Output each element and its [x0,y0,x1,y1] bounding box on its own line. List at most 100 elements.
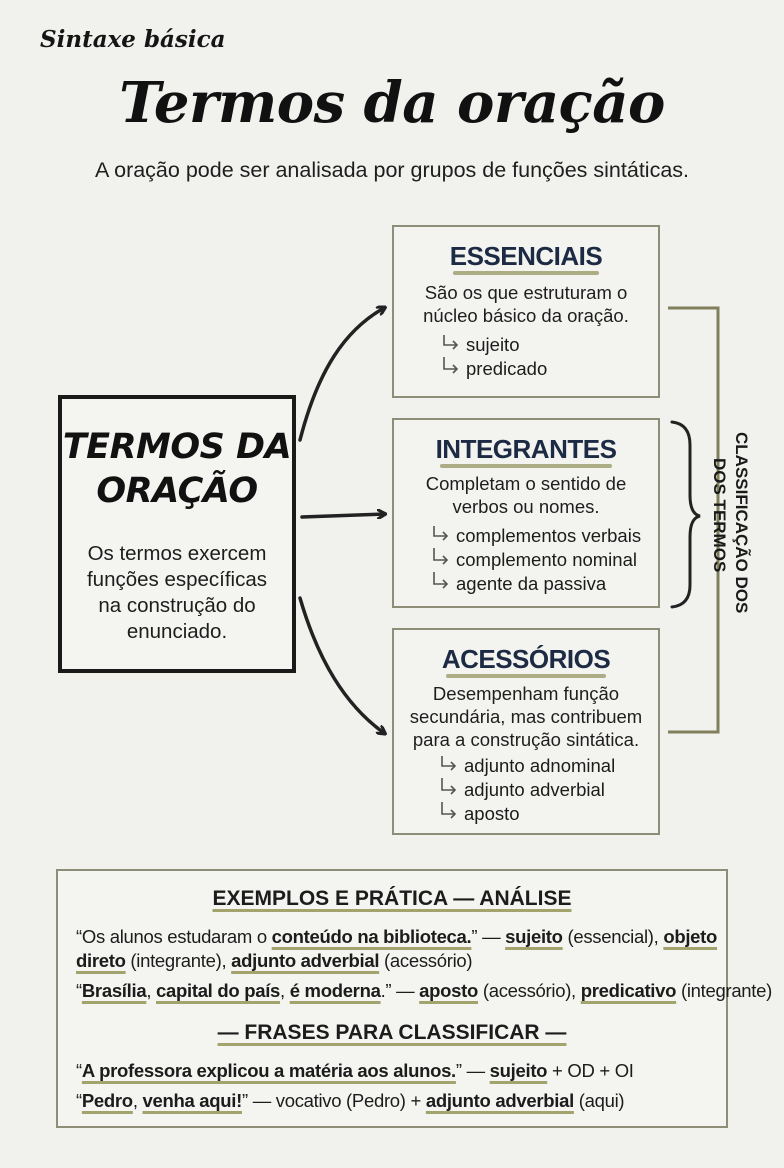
corner-arrow-icon [441,778,457,795]
main-desc-line: funções específicas [86,568,268,591]
term: predicativo [580,980,677,1001]
page-subtitle: A oração pode ser analisada por grupos d… [94,158,690,182]
text: .” — [380,980,420,1001]
term: adjunto adverbial [425,1090,574,1111]
desc-line: São os que estruturam o [424,282,628,303]
text: (integrante) [676,980,772,1001]
text: (acessório) [379,950,473,971]
category-description: Completam o sentido de verbos ou nomes. [394,472,658,518]
examples-heading: EXEMPLOS E PRÁTICA — ANÁLISE [58,887,726,911]
text: , [280,980,290,1001]
corner-arrow-icon [433,548,449,565]
text: (aqui) [573,1090,625,1111]
term: adjunto adverbial [231,950,380,971]
highlight: venha aqui! [142,1090,243,1111]
example-1-line-1: “Os alunos estudaram o conteúdo na bibli… [76,925,718,948]
highlight: A professora explicou a matéria aos alun… [81,1060,456,1081]
text: “ [76,980,82,1001]
practice-subheading: — FRASES PARA CLASSIFICAR — [58,1021,726,1045]
example-3: “A professora explicou a matéria aos alu… [76,1059,716,1082]
examples-box: EXEMPLOS E PRÁTICA — ANÁLISE “Os alunos … [56,869,772,1128]
corner-arrow-icon [441,802,457,819]
text: (essencial), [562,926,664,947]
classification-bracket [668,306,720,734]
text: “Os alunos estudaram o [76,926,272,947]
title-underline [440,464,612,468]
corner-arrow-icon [433,526,449,541]
main-title-line-2: ORAÇÃO [96,471,258,511]
category-items: adjunto adnominal adjunto adverbial apos… [436,754,615,826]
integrantes-brace [670,420,701,609]
list-item: complementos verbais [428,524,641,548]
list-item: adjunto adnominal [436,754,615,778]
side-label-svg: CLASSIFICAÇÃO DOS DOS TERMOS [710,432,752,613]
item-label: predicado [466,358,548,379]
title-underline [446,674,606,678]
classification-side-label: CLASSIFICAÇÃO DOS DOS TERMOS [700,430,760,630]
item-label: agente da passiva [456,573,607,594]
term: sujeito [505,926,563,947]
highlight: capital do país [156,980,281,1001]
corner-arrow-icon [433,572,449,589]
practice-subheading-text: — FRASES PARA CLASSIFICAR — [217,1021,567,1044]
term: direto [76,950,126,971]
main-desc-line: enunciado. [126,620,228,643]
main-desc-line: na construção do [98,594,256,617]
text: , [132,1090,143,1111]
item-label: adjunto adverbial [464,779,605,800]
desc-line: para a construção sintática. [412,729,640,750]
category-title: INTEGRANTES [435,434,617,464]
desc-line: Desempenham função [432,683,620,704]
term: aposto [419,980,479,1001]
highlight: é moderna [289,980,381,1001]
category-title: ACESSÓRIOS [441,644,611,674]
title-underline [453,271,599,275]
examples-heading-text: EXEMPLOS E PRÁTICA — ANÁLISE [212,887,572,910]
list-item: sujeito [438,333,547,357]
example-4: “Pedro, venha aqui!” — vocativo (Pedro) … [76,1089,716,1112]
text: , [146,980,157,1001]
list-item: adjunto adverbial [436,778,615,802]
arrow-to-acessorios [298,596,384,733]
side-label-line-2: DOS TERMOS [710,458,729,572]
text: “ [76,1060,82,1081]
arrow-to-essenciais [298,308,384,442]
corner-arrow-icon [441,756,457,771]
category-acessorios: ACESSÓRIOS Desempenham função secundária… [392,628,660,835]
term: sujeito [489,1060,548,1081]
category-integrantes: INTEGRANTES Completam o sentido de verbo… [392,418,660,608]
highlight: Pedro [81,1090,133,1111]
category-description: São os que estruturam o núcleo básico da… [394,281,658,327]
term: objeto [663,926,718,947]
example-2: “Brasília, capital do país, é moderna.” … [76,979,772,1002]
item-label: complemento nominal [456,549,637,570]
item-label: complementos verbais [456,525,642,546]
desc-line: secundária, mas contribuem [409,706,643,727]
desc-line: núcleo básico da oração. [423,305,629,326]
corner-arrow-icon [443,357,459,374]
highlight: Brasília [81,980,147,1001]
page-title: Termos da oração [119,70,665,136]
text: ” [242,1090,248,1111]
main-concept-box: TERMOS DA ORAÇÃO Os termos exercem funçõ… [58,395,296,673]
category-items: sujeito predicado [438,333,547,381]
category-essenciais: ESSENCIAIS São os que estruturam o núcle… [392,225,660,398]
text: “ [76,1090,82,1111]
main-concept-description: Os termos exercem funções específicas na… [62,541,292,645]
arrow-to-integrantes [300,514,384,517]
list-item: agente da passiva [428,572,641,596]
text: ” — [455,1060,490,1081]
side-label-line-1: CLASSIFICAÇÃO DOS [732,432,752,613]
list-item: aposto [436,802,615,826]
text: (acessório), [478,980,581,1001]
item-label: aposto [464,803,520,824]
desc-line: Completam o sentido de [425,473,627,494]
list-item: complemento nominal [428,548,641,572]
text: — vocativo (Pedro) + [247,1090,426,1111]
text: (integrante), [125,950,232,971]
example-1-line-2: direto (integrante), adjunto adverbial (… [76,949,716,972]
main-title-line-1: TERMOS DA [62,427,292,467]
text: + OD + OI [547,1060,634,1081]
item-label: adjunto adnominal [464,755,616,776]
